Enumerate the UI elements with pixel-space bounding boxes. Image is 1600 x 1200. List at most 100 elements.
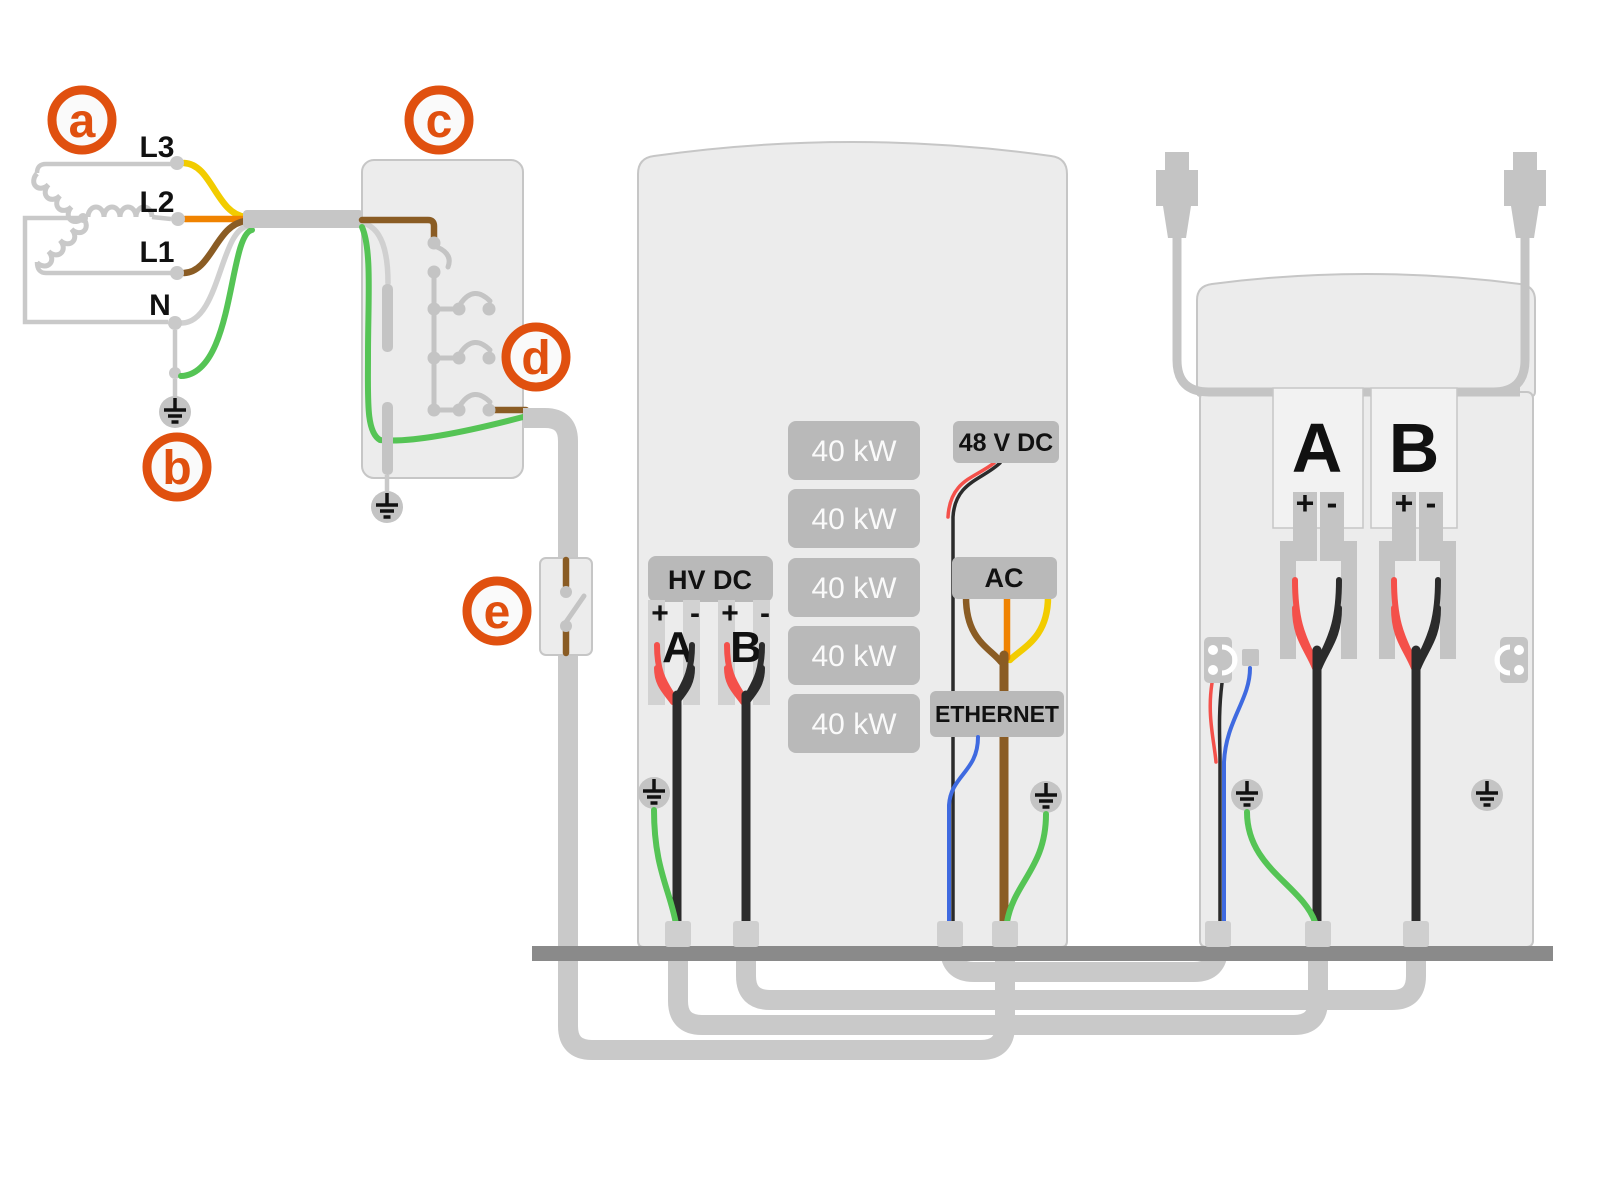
post-pe-green xyxy=(1244,809,1318,925)
hvdc-a-red xyxy=(654,642,675,698)
switch-blade-3 xyxy=(458,392,493,407)
ground-busbar xyxy=(382,402,393,475)
hv-dc-title: HV DC xyxy=(668,565,752,595)
module-label: 40 kW xyxy=(811,572,897,605)
disconnect-blade xyxy=(563,593,587,625)
comm-port-icon xyxy=(1204,637,1235,683)
conduit-hvdc-a xyxy=(668,925,1328,1035)
pe-green-right xyxy=(1004,811,1049,925)
badge-d xyxy=(501,322,571,392)
post-dc48-black xyxy=(1217,681,1224,924)
ac-badge xyxy=(952,557,1057,599)
ground-icon xyxy=(157,394,193,430)
comm-port-icon xyxy=(1497,637,1528,683)
pe-through-box xyxy=(359,224,526,444)
hv-dc-header xyxy=(648,556,773,602)
ac-label: AC xyxy=(985,563,1024,593)
ethernet-jack-icon xyxy=(1242,649,1259,666)
disconnect-contact xyxy=(560,586,572,598)
output-b-label: B xyxy=(730,623,762,672)
charge-cable-b xyxy=(1210,236,1530,397)
conduit-hvdc-b xyxy=(736,925,1426,1010)
neutral-busbar xyxy=(382,284,393,352)
ethernet-label: ETHERNET xyxy=(935,701,1059,727)
plus-label: + xyxy=(651,597,669,630)
switch-blade-2 xyxy=(458,340,493,355)
dc48-red xyxy=(946,461,996,519)
wire-n-neutral xyxy=(179,223,251,326)
ev-plug-icon xyxy=(1504,152,1546,238)
neutral-into-bar xyxy=(360,220,391,286)
label-l1: L1 xyxy=(139,236,174,269)
badge-a-label: a xyxy=(69,95,96,148)
charge-cable-a xyxy=(1172,236,1520,397)
ethernet-blue xyxy=(947,735,980,924)
l2-lead xyxy=(151,214,172,222)
badge-c-label: c xyxy=(426,95,453,148)
dc48-label: 48 V DC xyxy=(959,429,1053,457)
badge-d-label: d xyxy=(521,332,550,385)
hvdc-b-black xyxy=(745,642,765,698)
label-l3: L3 xyxy=(139,131,174,164)
label-n: N xyxy=(149,289,171,322)
conduit-ac-feed xyxy=(523,408,1015,1060)
plus-label: + xyxy=(1296,485,1315,521)
hvdc-b-red xyxy=(724,642,745,698)
l3-lead xyxy=(34,161,171,174)
wire-l3-yellow xyxy=(180,159,250,221)
switch-blade-1 xyxy=(458,291,493,306)
power-cabinet: 40 kW 40 kW 40 kW 40 kW 40 kW HV DC + - … xyxy=(636,141,1068,948)
cable-sleeve xyxy=(243,210,363,228)
pe-green-left xyxy=(651,807,679,927)
ac-yellow xyxy=(1006,593,1052,664)
post-ethernet-blue xyxy=(1222,666,1252,924)
connector-b-terminals: + - xyxy=(1379,485,1456,931)
plus-label: + xyxy=(1395,485,1414,521)
hvdc-a-red xyxy=(654,665,676,705)
terminal-n xyxy=(168,316,182,330)
ground-icon xyxy=(636,775,672,811)
ev-plug-icon xyxy=(1156,152,1198,238)
badge-b xyxy=(142,432,212,502)
module-label: 40 kW xyxy=(811,503,897,536)
badge-c xyxy=(404,85,474,155)
module-label: 40 kW xyxy=(811,435,897,468)
ground-icon xyxy=(1469,777,1505,813)
connector-a-label: A xyxy=(1292,409,1343,487)
minus-label: - xyxy=(760,597,770,630)
module-label: 40 kW xyxy=(811,708,897,741)
terminal-l3 xyxy=(170,156,184,170)
conduit-caps xyxy=(665,921,1429,947)
connector-a-terminals: + - xyxy=(1280,485,1357,931)
ac-brown xyxy=(962,593,1005,666)
module-label: 40 kW xyxy=(811,640,897,673)
badge-a xyxy=(47,85,117,155)
plus-label: + xyxy=(721,597,739,630)
neutral-outline xyxy=(22,215,168,325)
label-l2: L2 xyxy=(139,186,174,219)
brown-feed-in xyxy=(358,216,438,244)
connector-b-label: B xyxy=(1389,409,1440,487)
dc48-black xyxy=(951,461,1002,924)
dc48-badge xyxy=(953,421,1059,463)
badge-e-label: e xyxy=(484,586,511,639)
badge-e xyxy=(462,576,532,646)
ethernet-badge xyxy=(930,691,1064,737)
post-dc48-red xyxy=(1208,681,1218,764)
terminal-l2 xyxy=(171,212,185,226)
wire-l1-brown xyxy=(180,217,250,277)
power-modules: 40 kW 40 kW 40 kW 40 kW 40 kW xyxy=(788,421,920,753)
star-point xyxy=(78,213,88,223)
switch-contacts xyxy=(427,236,496,417)
switchboard-box xyxy=(358,159,530,525)
hv-dc-block: HV DC + - + - A B xyxy=(648,556,773,931)
charge-post: A B + - + - xyxy=(1156,152,1546,948)
three-phase-source: L3 L2 L1 N xyxy=(22,131,363,430)
badge-b-label: b xyxy=(162,442,191,495)
disconnect-contact xyxy=(560,620,572,632)
minus-label: - xyxy=(690,597,700,630)
wire-pe-green xyxy=(178,227,255,379)
ground-level-bar xyxy=(532,946,1553,961)
winding-l1 xyxy=(37,218,90,270)
